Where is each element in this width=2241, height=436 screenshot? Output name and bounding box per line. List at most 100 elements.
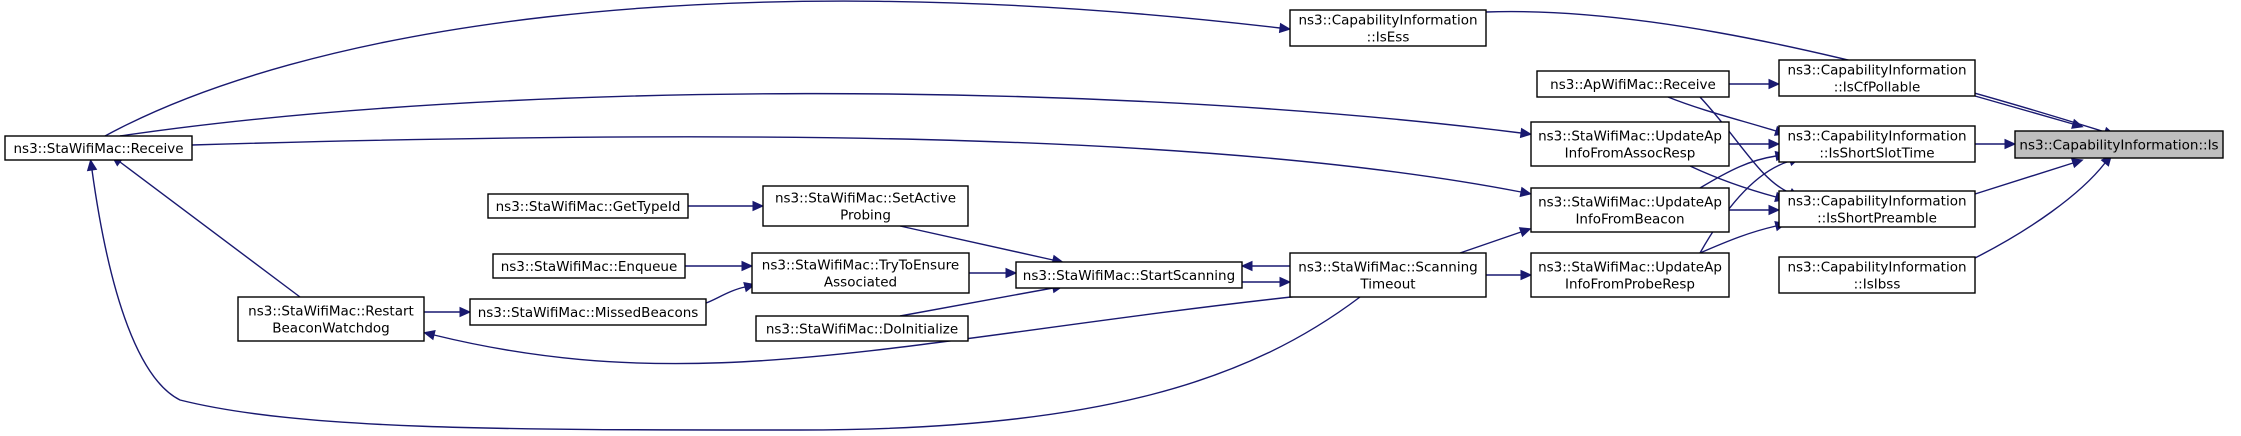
edge-line (433, 295, 1301, 365)
edge-restart-to-missed (424, 306, 472, 318)
edge-line (191, 136, 1522, 193)
edge-staReceive-to-updBeacon (191, 136, 1533, 198)
edge-getTypeId-to-setActiveProbing (688, 200, 765, 212)
edge-startScanning-to-scanTimeout (1242, 276, 1292, 288)
edge-line (1974, 162, 2074, 195)
node-label: BeaconWatchdog (272, 321, 390, 337)
edge-tryEnsure-to-startScanning (969, 267, 1018, 279)
edge-line (1485, 10, 2106, 133)
edge-isShortPreamble-to-root (1974, 158, 2084, 195)
edge-apReceive-to-isCfPollable (1729, 78, 1781, 90)
edge-line (1699, 96, 1791, 194)
edge-scanTimeout-to-startScanning (1240, 260, 1290, 272)
edge-arrowhead (1768, 78, 1781, 90)
node-label: ns3::StaWifiMac::UpdateAp (1538, 195, 1722, 211)
node-box (237, 296, 425, 342)
edge-arrowhead (2004, 138, 2017, 150)
node-updAssoc[interactable]: ns3::StaWifiMac::UpdateApInfoFromAssocRe… (1530, 121, 1730, 167)
edge-arrowhead (1278, 22, 1292, 34)
node-box (492, 253, 686, 279)
edge-arrowhead (1240, 260, 1253, 272)
node-root[interactable]: ns3::CapabilityInformation::Is (2014, 130, 2224, 159)
node-label: ::IsShortSlotTime (1819, 146, 1934, 162)
edge-arrowhead (1279, 276, 1292, 288)
node-box (1530, 252, 1730, 298)
edge-line (1459, 231, 1522, 254)
node-missed[interactable]: ns3::StaWifiMac::MissedBeacons (469, 298, 707, 326)
edge-arrowhead (2070, 158, 2084, 169)
node-label: ::IsIbss (1854, 277, 1901, 293)
node-isShortSlotTime[interactable]: ns3::CapabilityInformation::IsShortSlotT… (1778, 125, 1976, 163)
nodes: ns3::CapabilityInformation::Isns3::Capab… (4, 9, 2224, 342)
node-isEss[interactable]: ns3::CapabilityInformation::IsEss (1289, 9, 1487, 47)
edge-updAssoc-to-isShortSlotTime (1729, 138, 1781, 150)
node-staReceive[interactable]: ns3::StaWifiMac::Receive (4, 135, 193, 161)
node-isShortPreamble[interactable]: ns3::CapabilityInformation::IsShortPream… (1778, 190, 1976, 228)
edge-arrowhead (86, 158, 98, 172)
node-getTypeId[interactable]: ns3::StaWifiMac::GetTypeId (487, 193, 689, 219)
edge-line (705, 286, 746, 304)
node-label: ns3::CapabilityInformation::Is (2019, 138, 2218, 154)
node-label: ns3::StaWifiMac::GetTypeId (496, 199, 681, 215)
node-apReceive[interactable]: ns3::ApWifiMac::Receive (1536, 70, 1730, 98)
edge-scanTimeout-to-updBeacon (1459, 227, 1532, 254)
node-label: ::IsEss (1367, 30, 1410, 46)
edge-arrowhead (1518, 227, 1532, 238)
node-label: ns3::StaWifiMac::TryToEnsure (762, 258, 959, 274)
node-box (2014, 130, 2224, 159)
node-label: ns3::StaWifiMac::MissedBeacons (478, 305, 699, 321)
edge-line (119, 92, 1522, 137)
edge-line (1974, 95, 2074, 125)
edge-isCfPollable-to-root (1974, 95, 2084, 129)
node-label: ns3::StaWifiMac::Restart (248, 304, 414, 320)
edge-staReceive-to-isEss (104, 0, 1292, 137)
edge-line (1689, 165, 1777, 198)
node-label: ns3::ApWifiMac::Receive (1550, 77, 1716, 93)
edge-staReceive-to-updAssoc (119, 92, 1533, 139)
node-label: ns3::CapabilityInformation (1787, 129, 1966, 145)
edge-line (1974, 162, 2106, 259)
node-enqueue[interactable]: ns3::StaWifiMac::Enqueue (492, 253, 686, 279)
node-label: ns3::CapabilityInformation (1787, 260, 1966, 276)
edge-arrowhead (741, 260, 754, 272)
node-startScanning[interactable]: ns3::StaWifiMac::StartScanning (1015, 261, 1243, 289)
node-label: ns3::StaWifiMac::Enqueue (501, 259, 678, 275)
edge-arrowhead (1519, 186, 1533, 198)
edge-arrowhead (2071, 118, 2084, 129)
edge-line (119, 161, 301, 298)
edge-arrowhead (1768, 138, 1781, 150)
node-box (762, 185, 969, 227)
node-label: ns3::CapabilityInformation (1787, 63, 1966, 79)
node-label: InfoFromProbeResp (1565, 277, 1695, 293)
node-label: Timeout (1359, 277, 1415, 293)
node-box (1289, 252, 1487, 298)
edge-line (91, 169, 1361, 431)
node-label: ns3::StaWifiMac::SetActive (775, 191, 956, 207)
edge-scanTimeout-to-staReceive (86, 158, 1361, 431)
node-label: ::IsShortPreamble (1817, 211, 1937, 227)
node-box (751, 252, 970, 294)
edge-isIbss-to-root (1974, 154, 2113, 259)
node-doInit[interactable]: ns3::StaWifiMac::DoInitialize (755, 315, 969, 342)
node-box (1778, 125, 1976, 163)
edge-updBeacon-to-isShortPreamble (1729, 204, 1781, 216)
node-box (755, 315, 969, 342)
node-isIbss[interactable]: ns3::CapabilityInformation::IsIbss (1778, 256, 1976, 294)
node-label: ns3::CapabilityInformation (1298, 13, 1477, 29)
node-updProbe[interactable]: ns3::StaWifiMac::UpdateApInfoFromProbeRe… (1530, 252, 1730, 298)
node-box (1778, 256, 1976, 294)
node-label: ns3::StaWifiMac::UpdateAp (1538, 260, 1722, 276)
edge-arrowhead (1519, 127, 1533, 139)
node-label: Associated (824, 275, 897, 291)
edge-line (899, 287, 1054, 317)
node-label: Probing (840, 208, 891, 224)
node-isCfPollable[interactable]: ns3::CapabilityInformation::IsCfPollable (1778, 59, 1976, 97)
edge-enqueue-to-tryEnsure (685, 260, 754, 272)
edge-arrowhead (459, 306, 472, 318)
